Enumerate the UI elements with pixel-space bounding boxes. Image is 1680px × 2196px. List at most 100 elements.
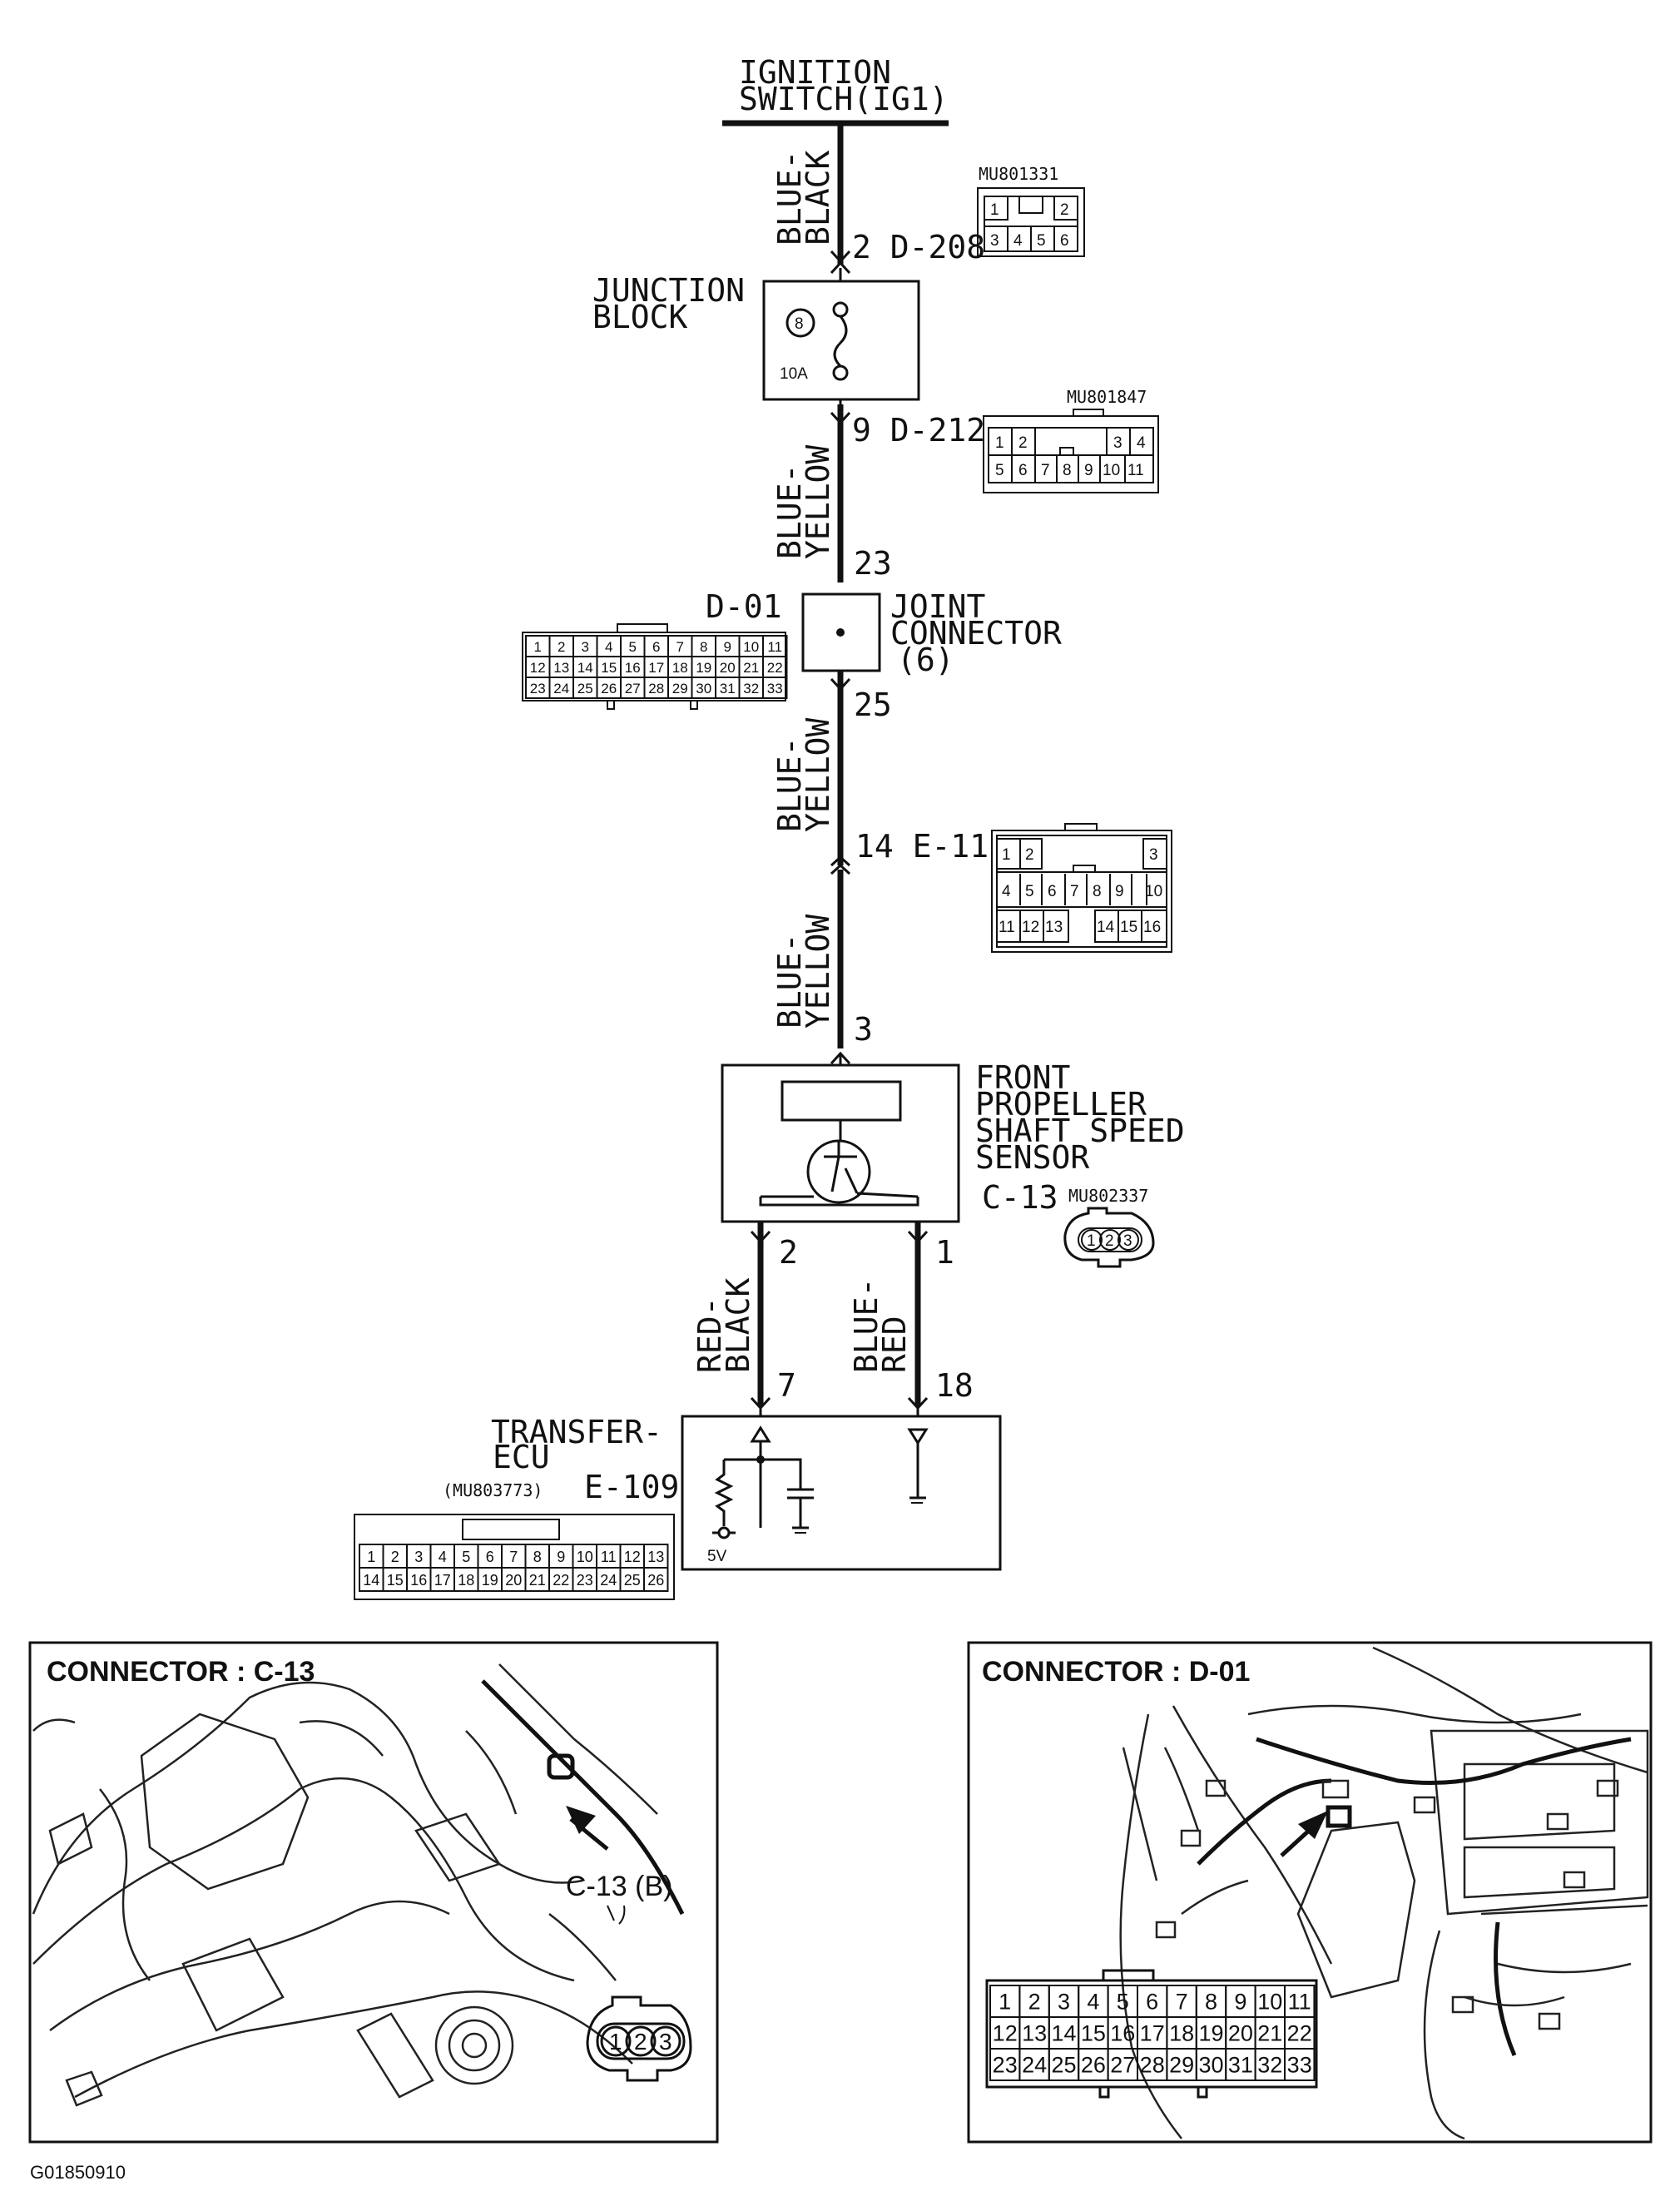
panel-d01-pin-33: 33 bbox=[1287, 2053, 1312, 2078]
e11-pin-2: 2 bbox=[1025, 846, 1034, 864]
transfer-ecu: TRANSFER- ECU E-109 5V bbox=[491, 1408, 1002, 1571]
location-arrow-icon bbox=[1298, 1811, 1328, 1839]
wire-label-2: BLUE- YELLOW bbox=[771, 445, 836, 559]
panel-c13-pin-3: 3 bbox=[659, 2029, 672, 2055]
panel-d01-pin-17: 17 bbox=[1140, 2021, 1165, 2046]
ecu-label-2: ECU bbox=[493, 1439, 550, 1475]
d01-pin-8: 8 bbox=[700, 639, 707, 655]
pin-label-e11: 14 E-11 bbox=[855, 828, 989, 865]
panel-d01-pin-5: 5 bbox=[1117, 1990, 1129, 2015]
fuse-number-circle bbox=[785, 308, 815, 338]
wire-label-5-a: RED- bbox=[691, 1296, 728, 1373]
d01-pin-15: 15 bbox=[601, 660, 617, 676]
mu801847-pin-7: 7 bbox=[1041, 462, 1050, 479]
d01-pin-4: 4 bbox=[605, 639, 612, 655]
e11-pin-12: 12 bbox=[1022, 919, 1039, 936]
e109-pin-10: 10 bbox=[577, 1549, 593, 1565]
panel-c13-frame bbox=[28, 1641, 719, 2144]
e109-pin-3: 3 bbox=[414, 1549, 423, 1565]
mu801331-pin-5: 5 bbox=[1037, 232, 1046, 250]
wire-label-6-a: BLUE- bbox=[848, 1278, 885, 1373]
pin-label-25: 25 bbox=[854, 687, 892, 723]
wire-label-6-b: RED bbox=[876, 1316, 913, 1373]
panel-c13-connector-face: 1 2 3 bbox=[586, 1995, 692, 2082]
main-wire bbox=[830, 125, 851, 1065]
wire-label-2-b: YELLOW bbox=[800, 445, 836, 559]
sensor-label-4: SENSOR bbox=[975, 1139, 1089, 1176]
ecu-box bbox=[681, 1415, 1002, 1571]
e11-pin-15: 15 bbox=[1120, 919, 1137, 936]
connector-d01-location bbox=[1326, 1805, 1352, 1828]
pin-label-d208: 2 D-208 bbox=[852, 229, 985, 265]
e109-pin-18: 18 bbox=[458, 1572, 474, 1589]
panel-d01-pin-10: 10 bbox=[1257, 1990, 1282, 2015]
fuse-rating: 10A bbox=[780, 365, 808, 383]
ecu-pullup-resistor bbox=[714, 1460, 734, 1526]
e109-pin-15: 15 bbox=[387, 1572, 404, 1589]
panel-d01-pin-16: 16 bbox=[1110, 2021, 1135, 2046]
d01-pin-22: 22 bbox=[767, 660, 783, 676]
connector-mu801847: MU801847 1 2 3 4 5 6 7 8 9 10 11 bbox=[983, 387, 1159, 493]
ecu-input-arrow-2 bbox=[907, 1428, 929, 1445]
e109-pin-20: 20 bbox=[505, 1572, 522, 1589]
e109-pin-2: 2 bbox=[391, 1549, 399, 1565]
e109-pin-24: 24 bbox=[600, 1572, 617, 1589]
d01-pin-7: 7 bbox=[676, 639, 684, 655]
d01-pin-24: 24 bbox=[553, 681, 569, 696]
d01-pin-23: 23 bbox=[530, 681, 546, 696]
panel-connector-c13: CONNECTOR : C-13 C- bbox=[28, 1641, 719, 2144]
panel-d01-pin-20: 20 bbox=[1228, 2021, 1253, 2046]
e109-pin-8: 8 bbox=[533, 1549, 542, 1565]
connector-mu801847-part: MU801847 bbox=[1067, 387, 1147, 407]
e109-pin-5: 5 bbox=[462, 1549, 470, 1565]
panel-c13-connector-label: C-13 (B) bbox=[566, 1871, 672, 1902]
connector-mu801331: MU801331 1 2 3 4 5 6 bbox=[977, 164, 1085, 257]
d01-pin-27: 27 bbox=[625, 681, 641, 696]
mu801847-pin-11: 11 bbox=[1127, 462, 1144, 479]
mu801847-pin-4: 4 bbox=[1137, 434, 1146, 452]
e109-pin-17: 17 bbox=[434, 1572, 451, 1589]
d01-pin-1: 1 bbox=[534, 639, 542, 655]
connector-mu802337-part: MU802337 bbox=[1068, 1186, 1148, 1206]
connector-e11: 1 2 3 4 5 6 7 8 9 10 11 12 13 14 15 16 bbox=[991, 823, 1172, 953]
mu801847-pin-5: 5 bbox=[995, 462, 1004, 479]
joint-connector-label-3: (6) bbox=[897, 642, 954, 678]
connector-mark-d208-bottom bbox=[830, 250, 851, 264]
panel-d01-pin-23: 23 bbox=[993, 2053, 1018, 2078]
panel-d01-pin-25: 25 bbox=[1051, 2053, 1076, 2078]
panel-d01-pin-1: 1 bbox=[999, 1990, 1011, 2015]
panel-d01-pin-2: 2 bbox=[1028, 1990, 1041, 2015]
panel-d01-pin-21: 21 bbox=[1257, 2021, 1282, 2046]
joint-connector-node bbox=[836, 628, 845, 637]
d01-pin-19: 19 bbox=[696, 660, 711, 676]
mu801331-pin-2: 2 bbox=[1060, 201, 1069, 219]
pin-label-d212: 9 D-212 bbox=[852, 412, 985, 449]
mu801847-pin-9: 9 bbox=[1084, 462, 1093, 479]
e109-pin-23: 23 bbox=[577, 1572, 593, 1589]
mu801847-pin-2: 2 bbox=[1018, 434, 1028, 452]
pin-label-23: 23 bbox=[854, 545, 892, 582]
ecu-code: E-109 bbox=[584, 1469, 679, 1505]
mu801331-pin-3: 3 bbox=[990, 232, 999, 250]
ecu-supply-voltage: 5V bbox=[707, 1548, 727, 1565]
pin-label-1: 1 bbox=[935, 1234, 954, 1271]
fuse-element bbox=[833, 315, 848, 368]
pin-label-18: 18 bbox=[935, 1367, 974, 1404]
sensor-label-2: PROPELLER bbox=[975, 1086, 1147, 1123]
e109-pin-21: 21 bbox=[529, 1572, 546, 1589]
junction-block-label-1: JUNCTION bbox=[592, 272, 745, 309]
e109-pin-4: 4 bbox=[439, 1549, 447, 1565]
e109-pin-25: 25 bbox=[624, 1572, 641, 1589]
wire-label-3: BLUE- YELLOW bbox=[771, 718, 836, 832]
panel-d01-cell bbox=[1284, 2048, 1316, 2081]
e109-pin-12: 12 bbox=[624, 1549, 641, 1565]
figure-id: G01850910 bbox=[30, 2162, 126, 2183]
panel-d01-pin-9: 9 bbox=[1234, 1990, 1246, 2015]
d01-pin-31: 31 bbox=[720, 681, 736, 696]
panel-d01-frame bbox=[967, 1641, 1653, 2144]
panel-d01-title: CONNECTOR : D-01 bbox=[982, 1656, 1250, 1688]
d01-pin-20: 20 bbox=[720, 660, 736, 676]
d01-pin-12: 12 bbox=[530, 660, 546, 676]
connector-mark-d01-25 bbox=[830, 677, 851, 692]
